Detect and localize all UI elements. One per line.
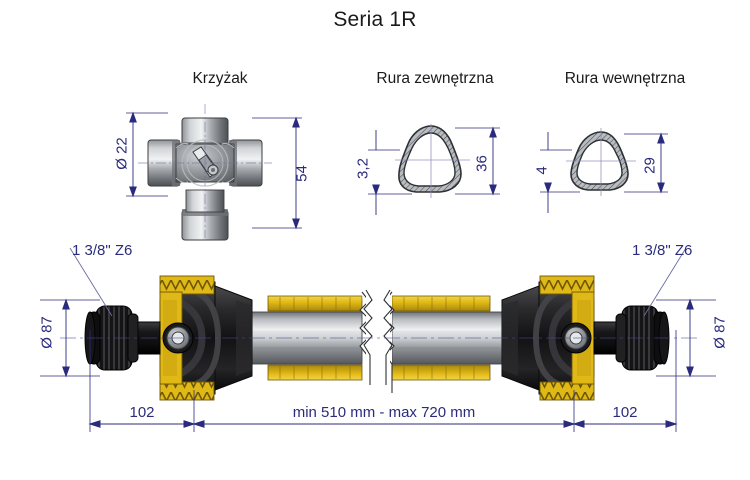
left-length-value: 102 bbox=[129, 404, 155, 421]
cross-length-value: 54 bbox=[293, 165, 311, 182]
inner-tube-figure bbox=[540, 128, 668, 213]
cross-joint-label: Krzyżak bbox=[192, 70, 248, 87]
cross-diameter-dimension bbox=[126, 111, 168, 198]
right-yoke-diameter-value: Ø 87 bbox=[711, 316, 729, 349]
grease-nipple-icon bbox=[192, 146, 219, 178]
right-spline-callout: 1 3/8" Z6 bbox=[632, 242, 693, 259]
outer-tube-wall-value: 3,2 bbox=[354, 158, 372, 179]
page-title: Seria 1R bbox=[333, 8, 417, 31]
center-length-value: min 510 mm - max 720 mm bbox=[292, 404, 476, 421]
spline-leader-lines bbox=[69, 247, 687, 317]
outer-tube-wall-dimension bbox=[368, 130, 412, 215]
inner-tube-label: Rura wewnętrzna bbox=[564, 70, 686, 87]
outer-tube-size-dimension bbox=[455, 126, 500, 196]
inner-tube-size-value: 29 bbox=[641, 157, 659, 174]
telescoping-tube-section bbox=[251, 288, 503, 393]
cross-diameter-value: Ø 22 bbox=[113, 137, 131, 170]
left-joint-assembly bbox=[84, 275, 253, 401]
outer-tube-size-value: 36 bbox=[473, 155, 491, 172]
inner-tube-size-dimension bbox=[624, 132, 668, 194]
outer-tube-label: Rura zewnętrzna bbox=[376, 70, 494, 87]
cross-centerlines bbox=[138, 104, 272, 238]
outer-tube-figure bbox=[368, 124, 500, 215]
left-spline-callout: 1 3/8" Z6 bbox=[72, 242, 133, 259]
cross-length-dimension bbox=[252, 116, 302, 230]
outer-tube-centerlines bbox=[395, 124, 470, 198]
right-yoke-diameter-dimension bbox=[656, 298, 716, 378]
inner-tube-wall-value: 4 bbox=[533, 166, 551, 175]
right-length-value: 102 bbox=[612, 404, 638, 421]
inner-tube-centerlines bbox=[566, 128, 636, 196]
cross-joint-figure bbox=[126, 104, 302, 241]
overall-length-dimension-chain bbox=[88, 330, 678, 432]
driveshaft-assembly-figure bbox=[40, 247, 716, 432]
outer-tube-profile bbox=[398, 125, 462, 193]
inner-tube-wall-dimension bbox=[540, 132, 580, 213]
left-yoke-diameter-value: Ø 87 bbox=[38, 316, 56, 349]
